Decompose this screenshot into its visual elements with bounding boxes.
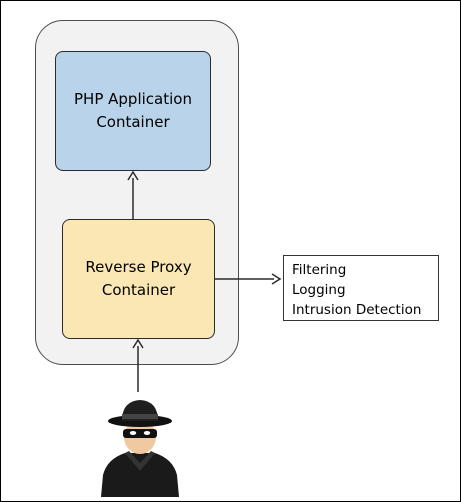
php-container-label-line1: PHP Application — [74, 90, 192, 108]
features-box: Filtering Logging Intrusion Detection — [283, 255, 439, 321]
feature-logging: Logging — [292, 282, 346, 298]
proxy-container-label: Reverse Proxy Container — [85, 256, 191, 302]
arrowhead-up-proxy — [132, 338, 144, 349]
reverse-proxy-container: Reverse Proxy Container — [62, 219, 215, 339]
arrowhead-up-php — [127, 170, 139, 181]
php-container-label-line2: Container — [96, 113, 170, 131]
php-container-label: PHP Application Container — [74, 88, 192, 134]
php-application-container: PHP Application Container — [55, 51, 211, 171]
hacker-icon — [101, 400, 179, 497]
proxy-container-label-line1: Reverse Proxy — [85, 258, 192, 276]
feature-filtering: Filtering — [292, 262, 347, 278]
proxy-container-label-line2: Container — [101, 281, 176, 299]
arrowhead-right-features — [271, 273, 282, 285]
feature-intrusion-detection: Intrusion Detection — [292, 302, 422, 318]
